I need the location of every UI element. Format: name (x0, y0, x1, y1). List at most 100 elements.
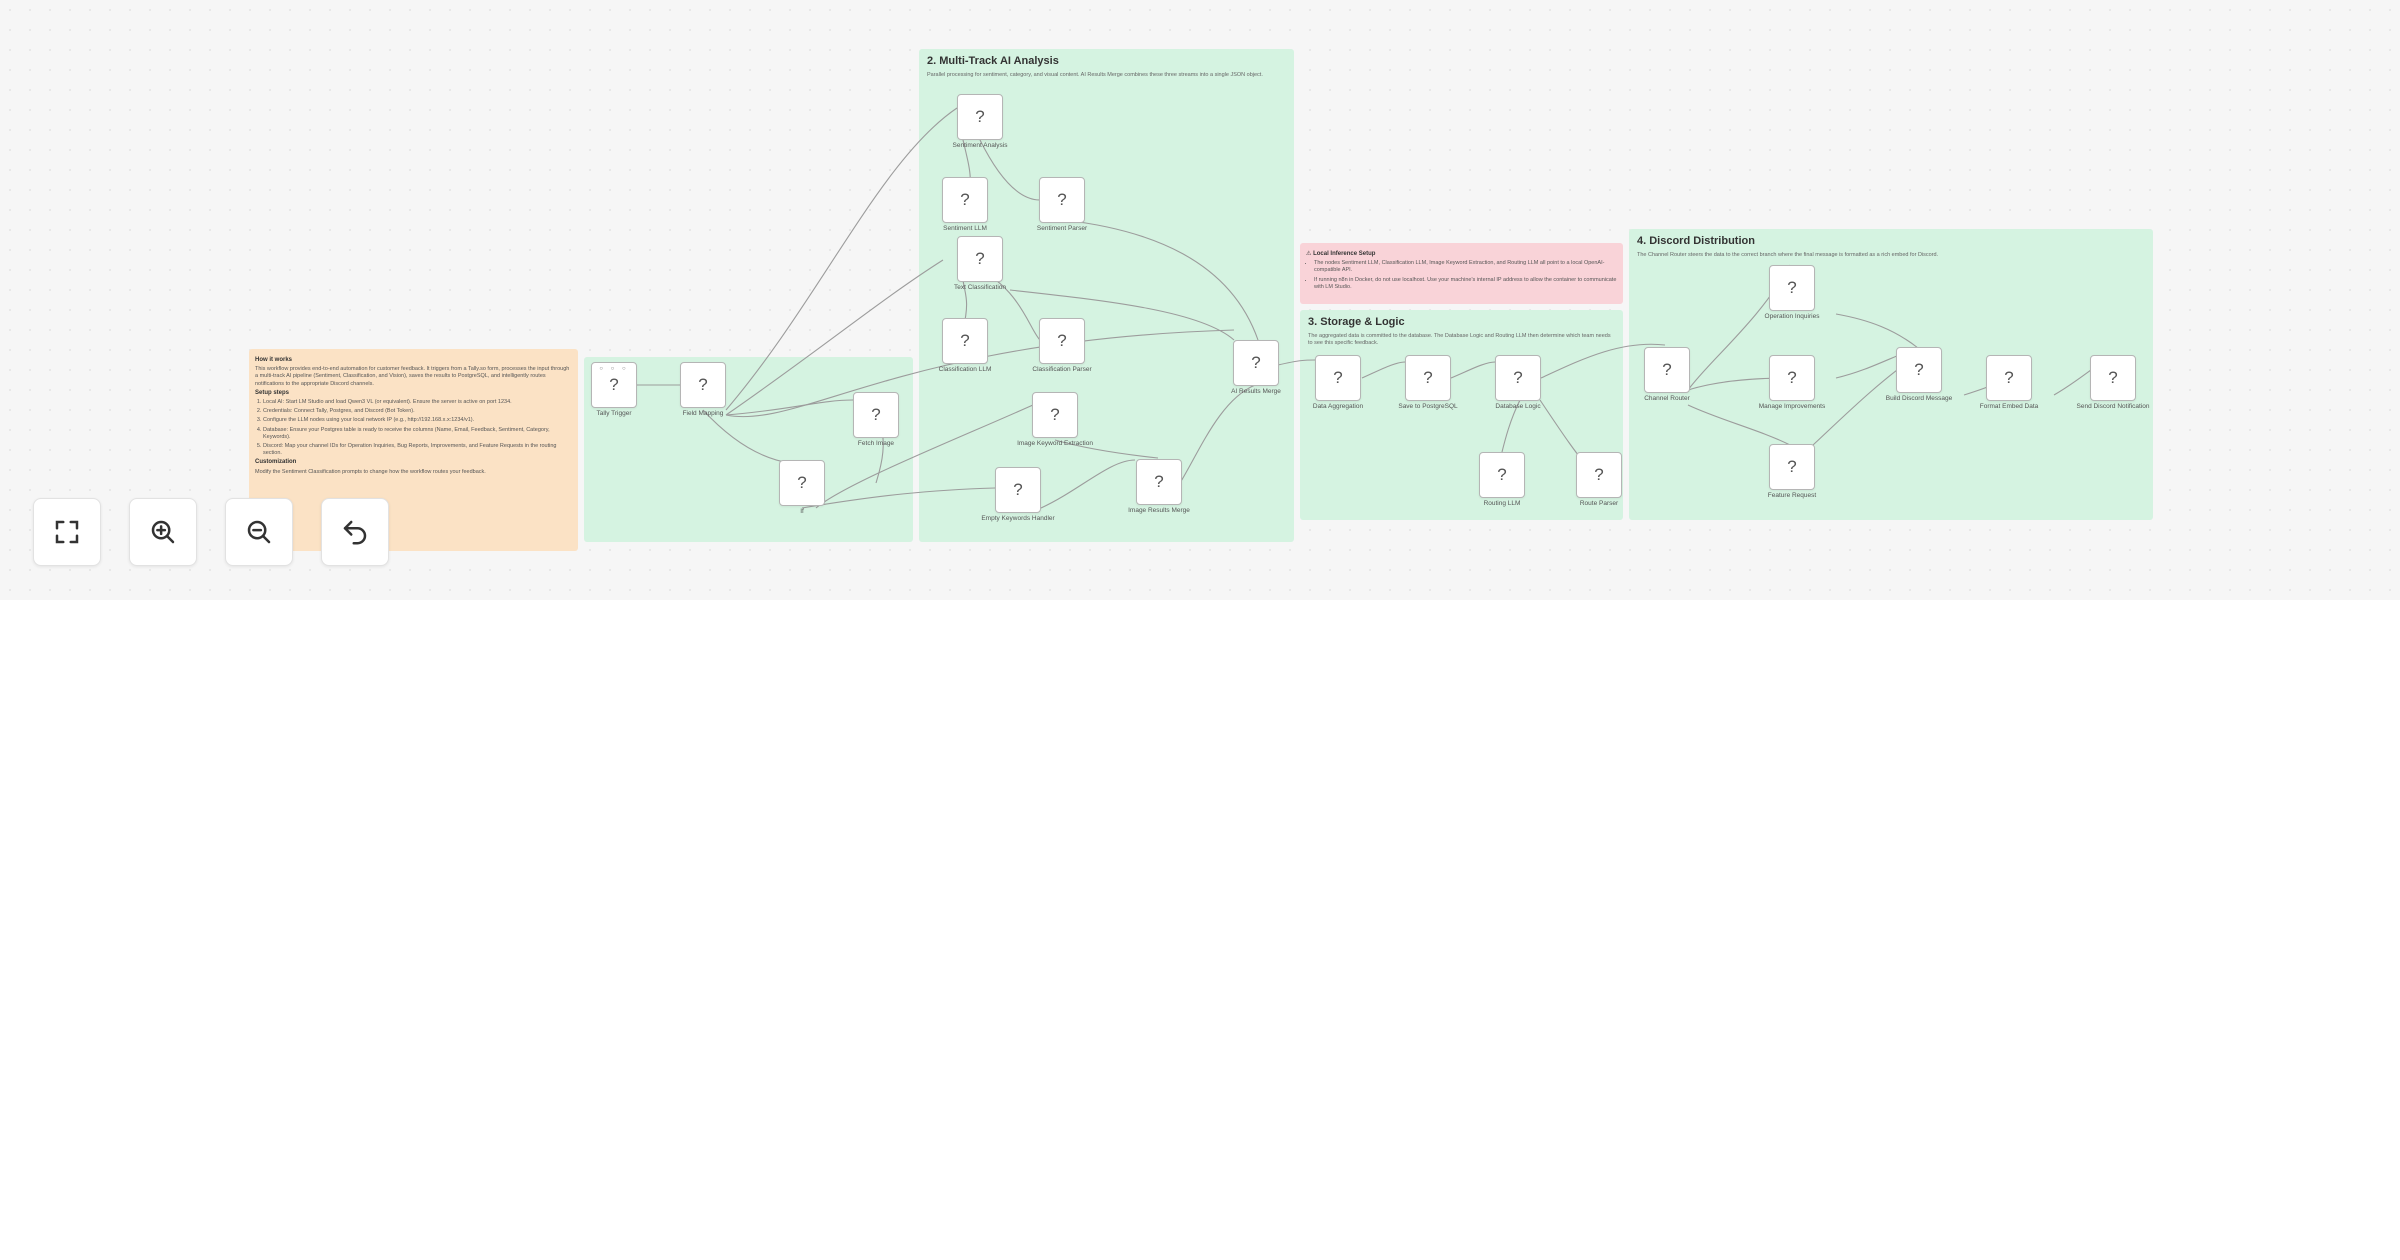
node-label: Send Discord Notification (2076, 403, 2150, 410)
node-build-discord-message[interactable]: ? (1896, 347, 1942, 393)
how-it-works-intro: This workflow provides end-to-end automa… (255, 366, 570, 387)
unknown-node-icon: ? (797, 473, 807, 492)
section-description: Parallel processing for sentiment, categ… (927, 72, 1263, 78)
unknown-node-icon: ? (1787, 368, 1797, 387)
warning-icon: ⚠ (1306, 251, 1312, 257)
customization-text: Modify the Sentiment Classification prom… (255, 468, 486, 475)
node-route-parser[interactable]: ? (1576, 452, 1622, 498)
node-label: Database Logic (1495, 403, 1541, 410)
zoom-in-button[interactable] (129, 498, 197, 566)
zoom-in-icon (151, 520, 175, 544)
section-title: 4. Discord Distribution (1637, 235, 1755, 247)
node-label: Classification Parser (1032, 366, 1092, 373)
setup-step: Local AI: Start LM Studio and load Qwen3… (263, 399, 572, 406)
how-it-works-title: How it works (255, 357, 293, 363)
node-fetch-image[interactable]: ? (853, 392, 899, 438)
unknown-node-icon: ? (1787, 457, 1797, 476)
unknown-node-icon: ? (2004, 368, 2014, 387)
setup-step: Database: Ensure your Postgres table is … (263, 427, 572, 441)
node-format-embed-data[interactable]: ? (1986, 355, 2032, 401)
warning-body: ⚠ Local Inference Setup The nodes Sentim… (1306, 249, 1617, 293)
node-label: Routing LLM (1483, 500, 1521, 507)
setup-steps-title: Setup steps (255, 389, 290, 396)
unknown-node-icon: ? (698, 375, 708, 394)
node-label: Sentiment Parser (1036, 225, 1088, 232)
node-database-logic[interactable]: ? (1495, 355, 1541, 401)
unknown-node-icon: ? (975, 249, 985, 268)
unknown-node-icon: ? (1251, 353, 1261, 372)
node-label: Route Parser (1579, 500, 1619, 507)
unknown-node-icon: ? (975, 107, 985, 126)
zoom-out-icon (247, 520, 271, 544)
setup-step: Configure the LLM nodes using your local… (263, 417, 572, 424)
unknown-node-icon: ? (1914, 360, 1924, 379)
node-image-results-merge[interactable]: ? (1136, 459, 1182, 505)
node-label: Operation Inquiries (1764, 313, 1820, 320)
zoom-out-button[interactable] (225, 498, 293, 566)
node-sentiment-analysis[interactable]: ? (957, 94, 1003, 140)
unknown-node-icon: ? (1013, 480, 1023, 499)
node-tally-trigger[interactable]: ○ ○ ○ ? (591, 362, 637, 408)
node-label: Sentiment Analysis (952, 142, 1008, 149)
workflow-canvas[interactable]: How it works This workflow provides end-… (0, 0, 2400, 600)
node-label: If (800, 508, 804, 515)
unknown-node-icon: ? (1423, 368, 1433, 387)
warning-title: ⚠ Local Inference Setup (1306, 251, 1376, 257)
unknown-node-icon: ? (1333, 368, 1343, 387)
node-label: Field Mapping (682, 410, 724, 417)
warning-item: The nodes Sentiment LLM, Classification … (1314, 260, 1617, 274)
how-it-works-note[interactable]: How it works This workflow provides end-… (249, 349, 578, 551)
node-manage-improvements[interactable]: ? (1769, 355, 1815, 401)
fit-view-button[interactable] (33, 498, 101, 566)
unknown-node-icon: ? (2108, 368, 2118, 387)
node-text-classification[interactable]: ? (957, 236, 1003, 282)
setup-step: Discord: Map your channel IDs for Operat… (263, 443, 572, 457)
node-ai-results-merge[interactable]: ? (1233, 340, 1279, 386)
node-feature-request[interactable]: ? (1769, 444, 1815, 490)
node-send-discord-notification[interactable]: ? (2090, 355, 2136, 401)
fullscreen-icon (55, 520, 79, 544)
node-label: Channel Router (1644, 395, 1690, 402)
customization-title: Customization (255, 459, 297, 466)
node-routing-llm[interactable]: ? (1479, 452, 1525, 498)
node-classification-llm[interactable]: ? (942, 318, 988, 364)
node-save-to-postgresql[interactable]: ? (1405, 355, 1451, 401)
unknown-node-icon: ? (960, 190, 970, 209)
setup-step: Credentials: Connect Tally, Postgres, an… (263, 408, 572, 415)
unknown-node-icon: ? (1057, 331, 1067, 350)
node-operation-inquiries[interactable]: ? (1769, 265, 1815, 311)
unknown-node-icon: ? (1787, 278, 1797, 297)
section-description: The Channel Router steers the data to th… (1637, 252, 1939, 258)
node-empty-keywords-handler[interactable]: ? (995, 467, 1041, 513)
node-label: Data Aggregation (1312, 403, 1364, 410)
unknown-node-icon: ? (1662, 360, 1672, 379)
node-classification-parser[interactable]: ? (1039, 318, 1085, 364)
node-label: Tally Trigger (596, 410, 632, 417)
node-field-mapping[interactable]: ? (680, 362, 726, 408)
reset-zoom-button[interactable] (321, 498, 389, 566)
node-label: Fetch Image (857, 440, 895, 447)
section-discord[interactable]: 4. Discord Distribution The Channel Rout… (1629, 229, 2153, 520)
section-storage[interactable]: 3. Storage & Logic The aggregated data i… (1300, 310, 1623, 520)
node-sentiment-llm[interactable]: ? (942, 177, 988, 223)
node-label: Build Discord Message (1885, 395, 1953, 402)
node-if[interactable]: ? (779, 460, 825, 506)
local-inference-warning[interactable]: ⚠ Local Inference Setup The nodes Sentim… (1300, 243, 1623, 304)
unknown-node-icon: ? (1154, 472, 1164, 491)
unknown-node-icon: ? (1057, 190, 1067, 209)
unknown-node-icon: ? (960, 331, 970, 350)
node-data-aggregation[interactable]: ? (1315, 355, 1361, 401)
node-label: Format Embed Data (1979, 403, 2039, 410)
node-sentiment-parser[interactable]: ? (1039, 177, 1085, 223)
node-label: Sentiment LLM (943, 225, 987, 232)
warning-item: If running n8n in Docker, do not use loc… (1314, 277, 1617, 291)
unknown-node-icon: ? (871, 405, 881, 424)
section-description: The aggregated data is committed to the … (1308, 333, 1611, 346)
node-channel-router[interactable]: ? (1644, 347, 1690, 393)
node-label: AI Results Merge (1231, 388, 1281, 395)
node-label: Feature Request (1767, 492, 1817, 499)
node-image-keyword-extraction[interactable]: ? (1032, 392, 1078, 438)
node-label: Image Results Merge (1128, 507, 1190, 514)
unknown-node-icon: ? (1050, 405, 1060, 424)
trigger-indicator: ○ ○ ○ (599, 366, 629, 372)
